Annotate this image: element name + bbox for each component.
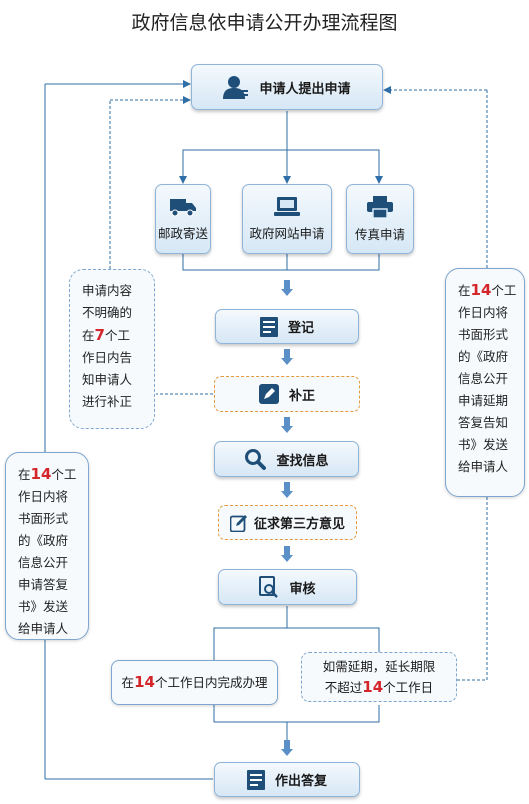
step-supplement-label: 补正 — [288, 388, 315, 404]
note-line: 知申请人 — [82, 372, 133, 387]
step-search: 查找信息 — [214, 441, 359, 477]
step-fax-label: 传真申请 — [354, 226, 405, 242]
note-reply-deadline: 在14个工 作日内将 书面形式 的《政府 信息公开 申请答复 书》发送 给申请人 — [5, 452, 89, 640]
note-line: 在14个工 — [458, 281, 517, 299]
note-unclear-request: 申请内容 不明确的 在7个工 作日内告 知申请人 进行补正 — [69, 269, 155, 429]
down-arrow-icon — [281, 417, 293, 433]
step-third-party: 征求第三方意见 — [218, 505, 357, 540]
step-web: 政府网站申请 — [242, 184, 332, 254]
edit-icon — [258, 384, 279, 404]
step-review: 审核 — [218, 569, 357, 605]
note-line: 书》发送 — [18, 599, 69, 614]
note-line: 作日内告 — [82, 350, 133, 365]
note-line: 给申请人 — [458, 459, 509, 474]
note-line: 作日内将 — [458, 305, 509, 320]
note-line: 信息公开 — [458, 371, 509, 386]
note-line: 申请内容 — [82, 283, 133, 298]
step-mail-label: 邮政寄送 — [157, 225, 208, 241]
step-apply-label: 申请人提出申请 — [259, 81, 351, 97]
page-title: 政府信息依申请公开办理流程图 — [131, 12, 398, 34]
step-reply: 作出答复 — [214, 762, 360, 797]
note-line: 书面形式 — [458, 327, 509, 342]
note-line: 的《政府 — [458, 349, 509, 364]
step-extend-text: 如需延期，延长期限不超过14个工作日 — [322, 658, 436, 696]
step-register-label: 登记 — [287, 321, 314, 336]
down-arrow-icon — [281, 280, 293, 296]
step-fax: 传真申请 — [346, 184, 414, 254]
truck-icon — [170, 197, 196, 217]
note-line: 申请延期 — [458, 393, 509, 408]
note-line: 信息公开 — [18, 555, 69, 570]
search-icon — [244, 448, 267, 470]
down-arrow-icon — [281, 349, 293, 365]
note-line: 不明确的 — [82, 305, 133, 320]
step-third-party-label: 征求第三方意见 — [253, 517, 345, 532]
note-line: 给申请人 — [18, 621, 69, 636]
step-supplement: 补正 — [214, 376, 360, 412]
note-line: 答复告知 — [458, 415, 509, 430]
laptop-icon — [274, 196, 300, 217]
note-line: 在7个工 — [82, 326, 130, 344]
down-arrow-icon — [281, 546, 293, 562]
note-line: 书》发送 — [458, 437, 509, 452]
step-complete-text: 在14个工作日内完成办理 — [121, 673, 268, 691]
step-mail: 邮政寄送 — [155, 184, 211, 254]
down-arrow-icon — [281, 740, 293, 756]
printer-icon — [367, 195, 393, 218]
note-line: 申请答复 — [18, 577, 69, 592]
note-extension-notice: 在14个工 作日内将 书面形式 的《政府 信息公开 申请延期 答复告知 书》发送… — [445, 268, 525, 497]
document-icon — [246, 769, 265, 790]
note-line: 作日内将 — [18, 489, 69, 504]
step-web-label: 政府网站申请 — [249, 225, 325, 241]
note-line: 在14个工 — [18, 465, 77, 483]
step-review-label: 审核 — [289, 581, 316, 597]
pencil-icon — [229, 514, 248, 532]
document-icon — [259, 316, 278, 337]
step-reply-label: 作出答复 — [274, 774, 327, 789]
note-line: 的《政府 — [18, 533, 69, 548]
note-line: 书面形式 — [18, 511, 69, 526]
step-register: 登记 — [215, 309, 359, 344]
review-icon — [259, 576, 279, 598]
step-search-label: 查找信息 — [276, 453, 329, 469]
step-complete: 在14个工作日内完成办理 — [111, 660, 278, 705]
down-arrow-icon — [281, 482, 293, 498]
step-extend: 如需延期，延长期限不超过14个工作日 — [301, 652, 457, 702]
user-icon — [223, 75, 249, 99]
step-apply: 申请人提出申请 — [191, 64, 383, 110]
note-line: 进行补正 — [82, 394, 133, 409]
